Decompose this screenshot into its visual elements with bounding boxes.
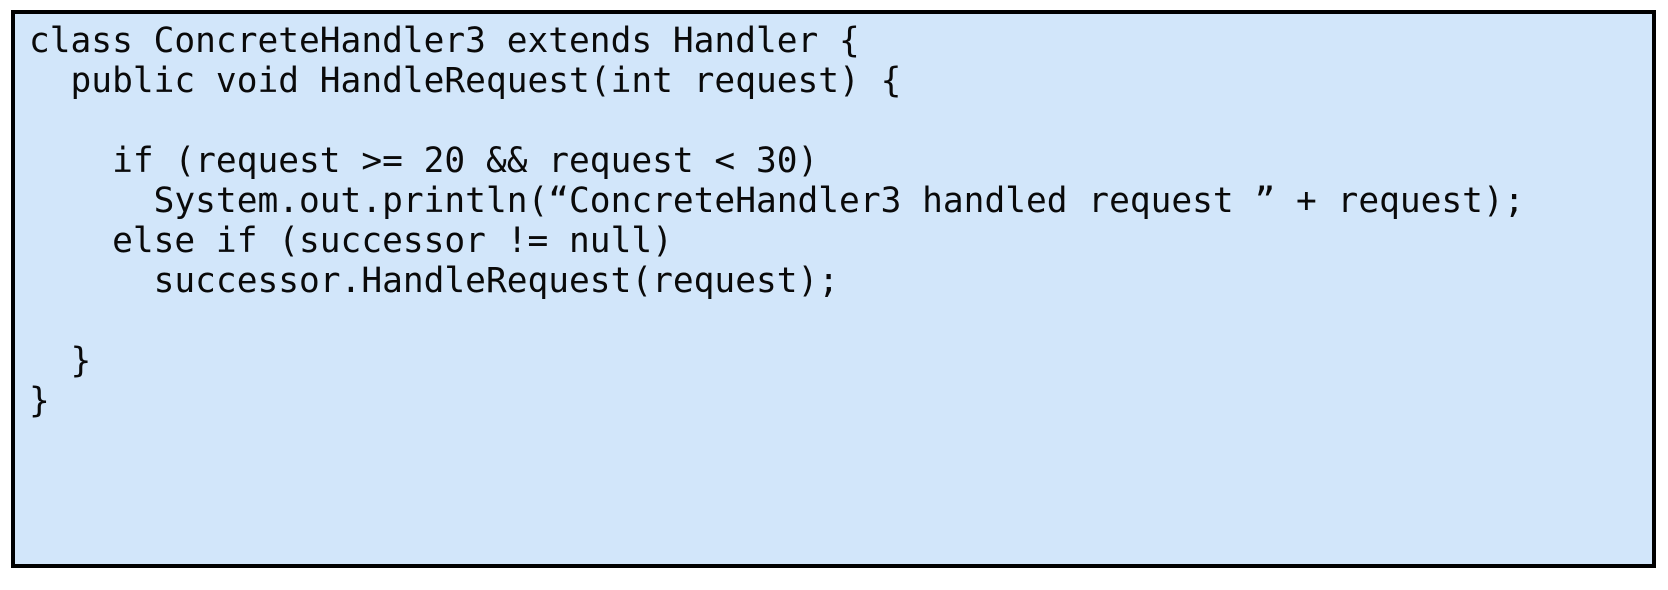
code-line: if (request >= 20 && request < 30) (29, 141, 819, 181)
code-listing: class ConcreteHandler3 extends Handler {… (29, 21, 1525, 421)
code-line-blank (29, 301, 1525, 341)
code-line-blank (29, 101, 1525, 141)
code-line: successor.HandleRequest(request); (29, 261, 840, 301)
code-block-panel: class ConcreteHandler3 extends Handler {… (11, 10, 1656, 568)
code-line: class ConcreteHandler3 extends Handler { (29, 21, 860, 61)
code-content: class ConcreteHandler3 extends Handler {… (29, 21, 1525, 421)
code-line: public void HandleRequest(int request) { (29, 61, 902, 101)
code-line: else if (successor != null) (29, 221, 673, 261)
code-line: } (29, 381, 50, 421)
code-line: System.out.println(“ConcreteHandler3 han… (29, 181, 1525, 221)
code-line: } (29, 341, 92, 381)
